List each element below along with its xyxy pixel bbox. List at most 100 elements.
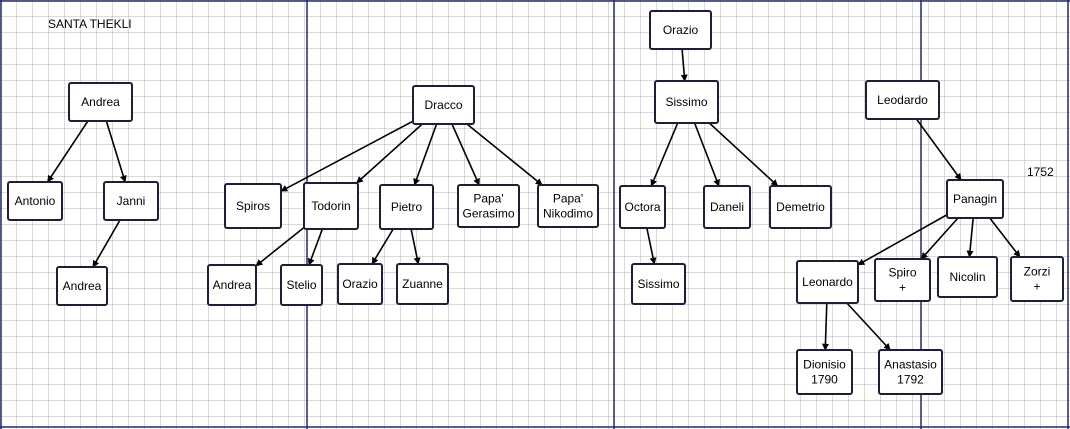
node-label: Sissimo — [665, 95, 707, 109]
person-node[interactable]: Andrea — [68, 82, 133, 122]
tree-edge — [708, 122, 779, 187]
tree-edge — [966, 217, 974, 258]
node-box — [412, 85, 475, 125]
person-node[interactable]: Sissimo — [654, 80, 719, 124]
edges-layer — [46, 48, 1021, 351]
tree-edge — [846, 302, 891, 351]
tree-edge — [356, 123, 423, 184]
node-box — [224, 183, 282, 229]
node-label: Anastasio — [884, 358, 937, 372]
person-node[interactable]: Leodardo — [865, 80, 940, 120]
tree-edge — [821, 302, 829, 351]
tree-edge — [46, 120, 89, 183]
person-node[interactable]: Papa'Gerasimo — [457, 184, 520, 228]
tree-edge — [915, 118, 962, 181]
node-box — [537, 184, 599, 228]
person-node[interactable]: Spiros — [224, 183, 282, 229]
tree-edge — [280, 120, 414, 192]
tree-edge — [680, 48, 688, 82]
node-label: Octora — [624, 200, 660, 214]
person-node[interactable]: Leonardo — [796, 260, 859, 304]
node-box — [796, 349, 853, 395]
node-label: Todorin — [311, 199, 350, 213]
node-label: Orazio — [663, 23, 699, 37]
node-label: Panagin — [953, 192, 997, 206]
person-node[interactable]: Panagin — [946, 179, 1004, 219]
tree-edge — [466, 123, 543, 186]
person-node[interactable]: Orazio — [649, 10, 712, 50]
node-box — [337, 263, 383, 305]
node-label: Demetrio — [776, 200, 825, 214]
node-label: 1790 — [811, 373, 838, 387]
person-node[interactable]: Stelio — [280, 264, 323, 306]
person-node[interactable]: Todorin — [303, 182, 359, 230]
node-label: Leonardo — [802, 275, 853, 289]
node-box — [878, 349, 943, 395]
tree-edge — [920, 217, 959, 260]
node-box — [280, 264, 323, 306]
node-box — [654, 80, 719, 124]
node-box — [703, 185, 751, 229]
tree-edge — [857, 214, 948, 266]
person-node[interactable]: Andrea — [56, 266, 108, 306]
node-label: Orazio — [342, 277, 378, 291]
node-box — [103, 181, 159, 221]
node-label: Dracco — [424, 98, 462, 112]
node-box — [379, 184, 434, 230]
person-node[interactable]: Janni — [103, 181, 159, 221]
node-box — [1010, 256, 1064, 302]
node-box — [68, 82, 133, 122]
person-node[interactable]: Daneli — [703, 185, 751, 229]
node-label: Andrea — [63, 279, 102, 293]
node-box — [7, 181, 63, 221]
node-label: Gerasimo — [462, 207, 514, 221]
person-node[interactable]: Pietro — [379, 184, 434, 230]
node-label: Antonio — [15, 194, 56, 208]
person-node[interactable]: Antonio — [7, 181, 63, 221]
person-node[interactable]: Papa'Nikodimo — [537, 184, 599, 228]
tree-edge — [255, 226, 305, 267]
person-node[interactable]: Zuanne — [396, 263, 449, 305]
person-node[interactable]: Octora — [619, 185, 666, 229]
person-node[interactable]: Dracco — [412, 85, 475, 125]
node-label: Dionisio — [803, 358, 846, 372]
node-box — [619, 185, 666, 229]
node-box — [56, 266, 108, 306]
node-label: Pietro — [391, 200, 423, 214]
node-box — [631, 263, 686, 305]
node-box — [946, 179, 1004, 219]
person-node[interactable]: Orazio — [337, 263, 383, 305]
tree-edge — [413, 123, 438, 186]
node-box — [396, 263, 449, 305]
person-node[interactable]: Nicolin — [937, 256, 998, 298]
person-node[interactable]: Andrea — [207, 264, 257, 306]
tree-edge — [371, 228, 394, 265]
node-box — [874, 258, 931, 302]
node-label: Andrea — [213, 278, 252, 292]
node-label: Leodardo — [877, 93, 928, 107]
tree-edge — [451, 123, 480, 186]
tree-edge — [92, 219, 121, 268]
node-box — [865, 80, 940, 120]
node-label: Zuanne — [402, 277, 443, 291]
person-node[interactable]: Zorzi+ — [1010, 256, 1064, 302]
node-label: Andrea — [81, 95, 120, 109]
year-label: 1752 — [1027, 165, 1054, 179]
node-box — [796, 260, 859, 304]
tree-edge — [105, 120, 127, 183]
node-label: 1792 — [897, 373, 924, 387]
person-node[interactable]: Sissimo — [631, 263, 686, 305]
person-node[interactable]: Spiro+ — [874, 258, 931, 302]
node-box — [303, 182, 359, 230]
tree-edge — [410, 228, 421, 265]
node-box — [207, 264, 257, 306]
node-label: + — [1033, 280, 1040, 294]
node-label: + — [899, 281, 906, 295]
node-label: Papa' — [473, 192, 503, 206]
tree-edge — [989, 217, 1021, 258]
person-node[interactable]: Demetrio — [769, 185, 832, 229]
